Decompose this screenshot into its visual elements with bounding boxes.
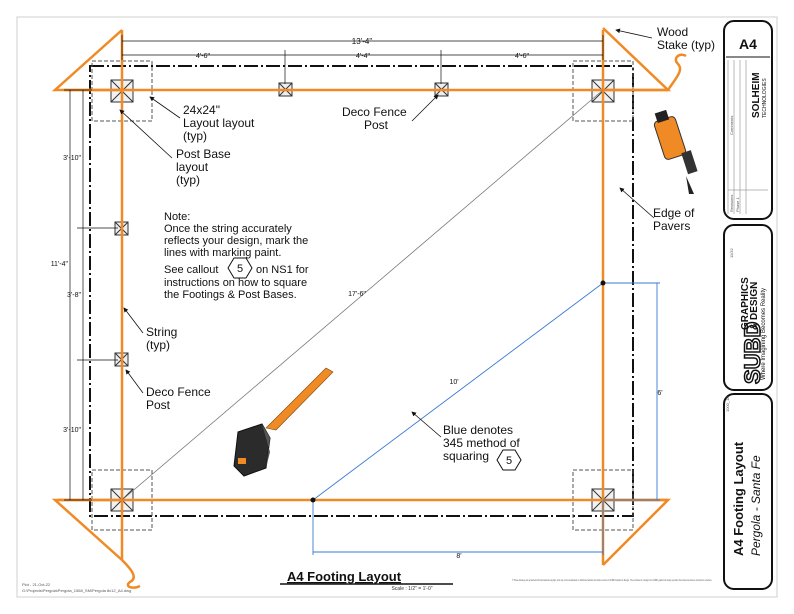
diagonal-string [121, 89, 604, 501]
revisions-label: Revisions [729, 195, 734, 212]
dim-side-mid: 3'-8" [67, 292, 81, 299]
dim-segment-a: 4'-6" [196, 53, 210, 60]
title-block-panel-3 [723, 393, 773, 590]
sheet-id: A4 [739, 36, 757, 52]
note-ref-lines: instructions on how to square the Footin… [164, 277, 310, 301]
drawing-title: A4 Footing Layout [287, 569, 402, 584]
footing-plan: 13'-4" 4'-6" 4'-4" 4'-6" 11'-4" 3'-10" 3… [22, 25, 715, 593]
title-block: A4 Revisions Phase 1 Comments SOLHEIM TE… [723, 20, 773, 590]
brand-mark: SUBD [740, 322, 765, 384]
company-sub: TECHNOLOGIES [762, 78, 768, 118]
callout-post-base: Post Base layout (typ) [176, 147, 234, 187]
dim-segment-b: 4'-4" [356, 53, 370, 60]
sheet-border [16, 16, 778, 598]
callout-wood-stake: Wood Stake (typ) [657, 25, 715, 52]
sheet-code: 1000_18 [725, 396, 730, 412]
dim-overall-height: 11'-4" [51, 261, 69, 268]
note-block: Note: Once the string accurately reflect… [164, 211, 311, 259]
page-number: 11/32 [729, 248, 734, 258]
project-name: Pergola - Santa Fe [749, 455, 763, 556]
phase-label: Phase 1 [735, 197, 740, 212]
brand-line2: & DESIGN [749, 282, 760, 330]
footer-plot: Plot - 21-Oct-22 [22, 582, 51, 587]
dim-blue-horiz: 8' [456, 553, 461, 560]
callout-deco-top: Deco Fence Post [342, 105, 410, 132]
tape-measure-icon [233, 367, 334, 477]
mark-point-2 [310, 497, 316, 503]
dim-side-bottom: 3'-10" [63, 427, 81, 434]
callout-string: String (typ) [146, 325, 181, 352]
callout-edge-pavers: Edge of Pavers [653, 206, 698, 233]
blue-note-hex: 5 [496, 449, 522, 471]
note-ref-hex: 5 [227, 257, 253, 279]
dim-segment-c: 4'-6" [515, 53, 529, 60]
dim-diagonal: 17'-6" [348, 291, 366, 298]
title-block-panel-1 [723, 20, 773, 220]
left-dimensions [64, 89, 118, 501]
footer-path: G:\Projects\Pergola\Pergola_1568_SM\Perg… [22, 588, 131, 593]
callout-blue-note: Blue denotes 345 method of squaring [443, 423, 523, 463]
note-ref-after: on NS1 for [256, 264, 309, 276]
title-block-panel-2 [723, 224, 773, 391]
dim-side-top: 3'-10" [63, 155, 81, 162]
leaders [119, 28, 655, 438]
copyright-note: © These drawings are protected with inte… [512, 578, 712, 582]
callout-deco-left: Deco Fence Post [146, 385, 214, 412]
edge-of-pavers-outline [89, 65, 634, 517]
marking-paint-icon [653, 109, 698, 194]
revision-grid [727, 60, 768, 214]
top-dimensions [121, 35, 604, 84]
mark-point-1 [600, 280, 606, 286]
tagline: Where Imagining Becomes Reality [761, 288, 767, 380]
company-logo: SOLHEIM [751, 72, 762, 118]
drawing-scale: Scale : 1/2" = 1'-0" [391, 586, 432, 592]
layout-strings [51, 27, 687, 589]
svg-text:5: 5 [506, 455, 512, 467]
blue-345-lines [312, 282, 660, 555]
dim-blue-vert: 6' [657, 390, 662, 397]
brand-line1: GRAPHICS [740, 277, 751, 330]
svg-text:5: 5 [237, 263, 243, 275]
callout-layout-box: 24x24" Layout layout (typ) [183, 103, 258, 143]
comments-label: Comments [729, 116, 734, 135]
dim-overall-width: 13'-4" [352, 37, 373, 46]
note-ref-before: See callout [164, 264, 218, 276]
dim-blue-hyp: 10' [449, 379, 458, 386]
sheet-title: A4 Footing Layout [731, 441, 746, 556]
